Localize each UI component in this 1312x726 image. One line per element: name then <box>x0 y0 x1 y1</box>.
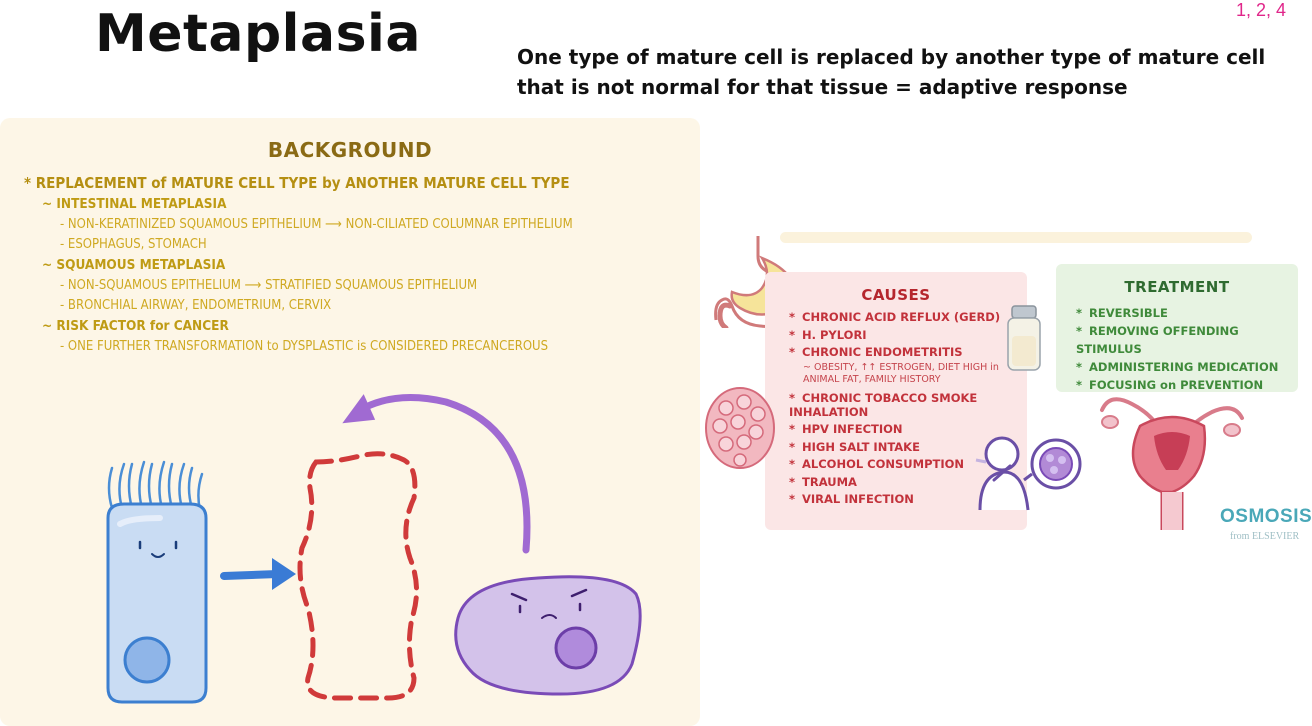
treatment-item-label: REMOVING OFFENDING STIMULUS <box>1076 324 1239 356</box>
causes-item: * CHRONIC ACID REFLUX (GERD) <box>789 310 1019 324</box>
top-strip <box>780 232 1252 243</box>
dashed-cell-outline-icon <box>297 451 419 701</box>
causes-title: CAUSES <box>861 286 931 304</box>
background-item: - ESOPHAGUS, STOMACH <box>60 237 207 252</box>
jar-icon <box>1007 305 1041 371</box>
star-icon: * <box>1076 306 1083 320</box>
columnar-cell-icon <box>106 460 208 704</box>
causes-item: * VIRAL INFECTION <box>789 492 1019 506</box>
uterus-icon <box>1100 397 1244 530</box>
star-icon: * <box>789 390 796 405</box>
causes-item: *CHRONIC TOBACCO SMOKE INHALATION <box>789 391 1019 419</box>
background-item: - NON-SQUAMOUS EPITHELIUM ⟶ STRATIFIED S… <box>60 278 478 293</box>
definition-text: One type of mature cell is replaced by a… <box>517 45 1266 99</box>
star-icon: * <box>789 422 796 436</box>
background-item: ~ RISK FACTOR for CANCER <box>42 318 229 334</box>
background-panel: BACKGROUND * REPLACEMENT of MATURE CELL … <box>0 118 700 726</box>
causes-item: * TRAUMA <box>789 475 1019 489</box>
causes-item: * HPV INFECTION <box>789 422 1019 436</box>
causes-item: * HIGH SALT INTAKE <box>789 440 1019 454</box>
causes-item-label: CHRONIC ACID REFLUX (GERD) <box>802 310 1001 324</box>
background-item: ~ SQUAMOUS METAPLASIA <box>42 257 226 273</box>
star-icon: * <box>789 310 796 324</box>
treatment-title: TREATMENT <box>1124 278 1230 296</box>
star-icon: * <box>1076 378 1083 392</box>
causes-subitem: ~ OBESITY, ↑↑ ESTROGEN, DIET HIGH in ANI… <box>803 361 999 385</box>
virus-icon <box>705 387 775 469</box>
metaplasia-illustration <box>106 394 642 704</box>
background-item: ~ INTESTINAL METAPLASIA <box>42 196 227 212</box>
treatment-panel: TREATMENT *REVERSIBLE*REMOVING OFFENDING… <box>1056 264 1298 392</box>
page-title: Metaplasia <box>95 4 421 64</box>
background-item: - ONE FURTHER TRANSFORMATION to DYSPLAST… <box>60 339 549 354</box>
arrow-right-icon <box>220 558 296 590</box>
star-icon: * <box>789 439 796 454</box>
causes-item: * H. PYLORI <box>789 328 1019 342</box>
star-icon: * <box>789 492 796 506</box>
treatment-item: * REVERSIBLE <box>1076 304 1296 322</box>
osmosis-logo-sub: from ELSEVIER <box>1230 531 1300 542</box>
causes-item-label: CHRONIC TOBACCO SMOKE INHALATION <box>789 390 978 419</box>
star-icon: * <box>1076 324 1083 338</box>
star-icon: * <box>789 345 796 359</box>
background-item: - NON-KERATINIZED SQUAMOUS EPITHELIUM ⟶ … <box>60 217 573 232</box>
squamous-cell-icon <box>454 575 642 696</box>
causes-item: * CHRONIC ENDOMETRITIS <box>789 345 1019 359</box>
star-icon: * <box>789 457 796 471</box>
star-icon: * <box>789 327 796 342</box>
treatment-item: * ADMINISTERING MEDICATION <box>1076 358 1296 376</box>
reference-numbers: 1, 2, 4 <box>1235 0 1286 20</box>
causes-item-label: H. PYLORI <box>802 327 867 342</box>
causes-list: *CHRONIC ACID REFLUX (GERD)*H. PYLORI*CH… <box>789 310 1019 510</box>
smoker-icon <box>975 436 1082 511</box>
star-icon: * <box>789 474 796 489</box>
causes-item-label: HIGH SALT INTAKE <box>802 439 920 454</box>
causes-item-label: VIRAL INFECTION <box>802 492 914 506</box>
causes-item-label: ALCOHOL CONSUMPTION <box>802 457 965 471</box>
background-list: * REPLACEMENT of MATURE CELL TYPE by ANO… <box>24 174 694 359</box>
treatment-item: * FOCUSING on PREVENTION <box>1076 376 1296 394</box>
osmosis-logo: OSMOSIS <box>1220 506 1312 527</box>
causes-item: * ALCOHOL CONSUMPTION <box>789 457 1019 471</box>
star-icon: * <box>1076 360 1083 374</box>
treatment-item: *REMOVING OFFENDING STIMULUS <box>1076 322 1296 358</box>
treatment-item-label: ADMINISTERING MEDICATION <box>1089 360 1279 374</box>
background-title: BACKGROUND <box>267 138 433 162</box>
background-item: - BRONCHIAL AIRWAY, ENDOMETRIUM, CERVIX <box>60 298 332 313</box>
causes-item-label: CHRONIC ENDOMETRITIS <box>802 345 963 359</box>
treatment-list: *REVERSIBLE*REMOVING OFFENDING STIMULUS*… <box>1076 304 1296 394</box>
treatment-item-label: REVERSIBLE <box>1089 306 1168 320</box>
curved-arrow-icon <box>342 394 531 554</box>
causes-item-label: HPV INFECTION <box>802 422 903 436</box>
background-item: * REPLACEMENT of MATURE CELL TYPE by ANO… <box>24 174 570 192</box>
treatment-item-label: FOCUSING on PREVENTION <box>1089 378 1264 392</box>
causes-item-label: TRAUMA <box>802 474 857 489</box>
